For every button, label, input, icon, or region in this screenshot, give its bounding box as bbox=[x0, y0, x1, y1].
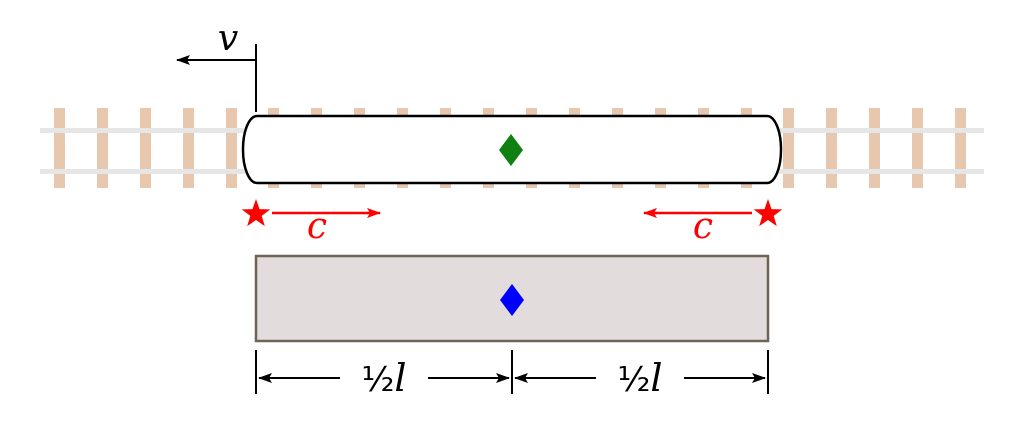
half-length-label-left: ½l bbox=[361, 356, 406, 400]
railroad-tie bbox=[869, 108, 880, 188]
half-length-label-right: ½l bbox=[617, 356, 662, 400]
railroad-tie bbox=[912, 108, 923, 188]
railroad-tie bbox=[140, 108, 151, 188]
diamond-icon bbox=[500, 284, 524, 316]
railroad-tie bbox=[826, 108, 837, 188]
star-icon bbox=[753, 199, 783, 227]
length-variable: l bbox=[394, 356, 406, 400]
half-fraction: ½ bbox=[617, 360, 650, 400]
railroad-tie bbox=[955, 108, 966, 188]
half-fraction: ½ bbox=[361, 360, 394, 400]
railroad-tie bbox=[183, 108, 194, 188]
star-icon bbox=[241, 199, 271, 227]
light-speed-label-right: c bbox=[693, 206, 713, 247]
railroad-tie bbox=[783, 108, 794, 188]
railroad-tie bbox=[97, 108, 108, 188]
length-variable: l bbox=[650, 356, 662, 400]
railroad-tie bbox=[226, 108, 237, 188]
velocity-label: v bbox=[218, 18, 238, 59]
light-speed-label-left: c bbox=[307, 206, 327, 247]
diamond-icon bbox=[499, 134, 523, 166]
railroad-tie bbox=[54, 108, 65, 188]
